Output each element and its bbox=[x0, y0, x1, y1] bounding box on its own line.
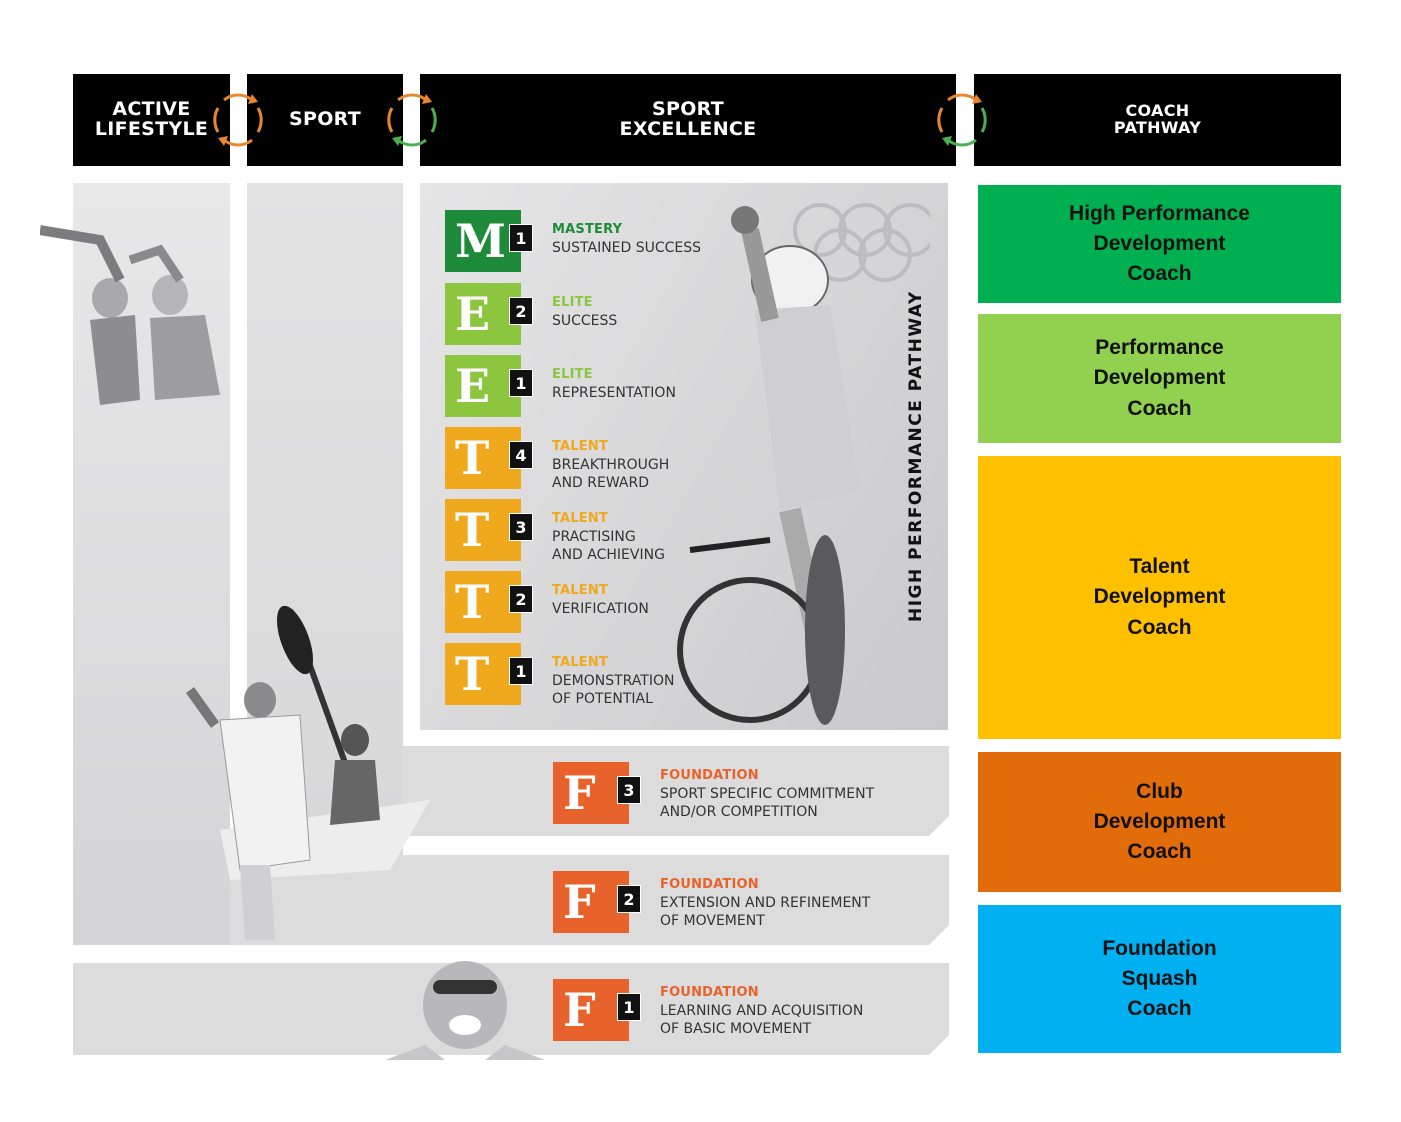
header-coach-pathway: COACH PATHWAY bbox=[974, 74, 1341, 166]
foundation-number: 2 bbox=[617, 885, 641, 913]
stage-number: 3 bbox=[509, 513, 533, 541]
header-sport-label: SPORT bbox=[289, 108, 361, 131]
coach-box: Foundation Squash Coach bbox=[978, 905, 1341, 1053]
foundation-number: 1 bbox=[617, 993, 641, 1021]
foundation-description: EXTENSION AND REFINEMENT OF MOVEMENT bbox=[660, 894, 871, 930]
stage-number: 2 bbox=[509, 297, 533, 325]
cycle-arrows-icon bbox=[387, 93, 437, 147]
foundation-number: 3 bbox=[617, 776, 641, 804]
stage-description: SUSTAINED SUCCESS bbox=[552, 239, 702, 256]
stage-number: 1 bbox=[509, 369, 533, 397]
foundation-description: LEARNING AND ACQUISITION OF BASIC MOVEME… bbox=[660, 1002, 864, 1038]
foundation-text: FOUNDATION EXTENSION AND REFINEMENT OF MO… bbox=[660, 877, 870, 930]
coach-box: High Performance Development Coach bbox=[978, 185, 1341, 303]
foundation-heading: FOUNDATION bbox=[660, 985, 759, 1000]
foundation-text: FOUNDATION SPORT SPECIFIC COMMITMENT AND/… bbox=[660, 768, 874, 821]
coach-label: High Performance Development Coach bbox=[1069, 201, 1250, 285]
stage-text: ELITE SUCCESS bbox=[552, 295, 617, 330]
stage-text: TALENT PRACTISING AND ACHIEVING bbox=[552, 511, 665, 564]
header-sport-excellence: SPORT EXCELLENCE bbox=[420, 74, 956, 166]
coach-label: Foundation Squash Coach bbox=[1102, 936, 1217, 1020]
stage-letter: T bbox=[455, 647, 490, 701]
stage-heading: TALENT bbox=[552, 511, 609, 526]
stage-letter: M bbox=[455, 214, 506, 268]
foundation-description: SPORT SPECIFIC COMMITMENT AND/OR COMPETI… bbox=[660, 785, 875, 821]
foundation-heading: FOUNDATION bbox=[660, 768, 759, 783]
header-active-lifestyle-label: ACTIVE LIFESTYLE bbox=[94, 98, 209, 140]
stage-heading: TALENT bbox=[552, 439, 609, 454]
stage-letter: T bbox=[455, 575, 490, 629]
stage-number: 4 bbox=[509, 441, 533, 469]
swimmer-photo bbox=[385, 961, 545, 1060]
header-active-lifestyle: ACTIVE LIFESTYLE bbox=[73, 74, 230, 166]
stage-description: VERIFICATION bbox=[552, 600, 649, 617]
stage-heading: TALENT bbox=[552, 583, 609, 598]
coach-box: Performance Development Coach bbox=[978, 314, 1341, 443]
foundation-letter: F bbox=[563, 875, 596, 929]
kayak-photo bbox=[185, 605, 430, 940]
coach-label: Performance Development Coach bbox=[1093, 336, 1226, 420]
header-sport: SPORT bbox=[247, 74, 403, 166]
stage-letter: E bbox=[455, 359, 491, 413]
stage-number: 2 bbox=[509, 585, 533, 613]
stage-heading: ELITE bbox=[552, 295, 593, 310]
stage-text: TALENT BREAKTHROUGH AND REWARD bbox=[552, 439, 669, 492]
foundation-letter: F bbox=[563, 983, 596, 1037]
foundation-band-3 bbox=[403, 746, 949, 836]
foundation-letter: F bbox=[563, 766, 596, 820]
cycle-arrows-icon bbox=[213, 93, 263, 147]
stage-heading: MASTERY bbox=[552, 222, 623, 237]
header-coach-pathway-label: COACH PATHWAY bbox=[1113, 101, 1202, 137]
stage-description: BREAKTHROUGH AND REWARD bbox=[552, 456, 670, 492]
high-performance-pathway-label: HIGH PERFORMANCE PATHWAY bbox=[906, 290, 926, 622]
stage-number: 1 bbox=[509, 657, 533, 685]
coach-box: Club Development Coach bbox=[978, 752, 1341, 892]
stage-number: 1 bbox=[509, 224, 533, 252]
stage-letter: T bbox=[455, 503, 490, 557]
stage-text: TALENT VERIFICATION bbox=[552, 583, 649, 618]
header-sport-excellence-label: SPORT EXCELLENCE bbox=[619, 98, 757, 140]
coach-label: Talent Development Coach bbox=[1093, 555, 1226, 639]
coach-box: Talent Development Coach bbox=[978, 456, 1341, 739]
foundation-band-1 bbox=[73, 963, 949, 1055]
stage-letter: E bbox=[455, 287, 491, 341]
stage-heading: ELITE bbox=[552, 367, 593, 382]
stage-text: TALENT DEMONSTRATION OF POTENTIAL bbox=[552, 655, 674, 708]
cyclist-photo bbox=[677, 203, 930, 725]
stage-heading: TALENT bbox=[552, 655, 609, 670]
stage-text: ELITE REPRESENTATION bbox=[552, 367, 676, 402]
stage-text: MASTERY SUSTAINED SUCCESS bbox=[552, 222, 701, 257]
stage-description: PRACTISING AND ACHIEVING bbox=[552, 528, 665, 564]
stage-description: DEMONSTRATION OF POTENTIAL bbox=[552, 672, 675, 708]
foundation-text: FOUNDATION LEARNING AND ACQUISITION OF BA… bbox=[660, 985, 863, 1038]
stage-letter: T bbox=[455, 431, 490, 485]
active-lifestyle-photo bbox=[40, 225, 220, 405]
cycle-arrows-icon bbox=[937, 93, 987, 147]
stage-description: SUCCESS bbox=[552, 312, 618, 329]
coach-label: Club Development Coach bbox=[1093, 779, 1226, 863]
foundation-heading: FOUNDATION bbox=[660, 877, 759, 892]
stage-description: REPRESENTATION bbox=[552, 384, 676, 401]
